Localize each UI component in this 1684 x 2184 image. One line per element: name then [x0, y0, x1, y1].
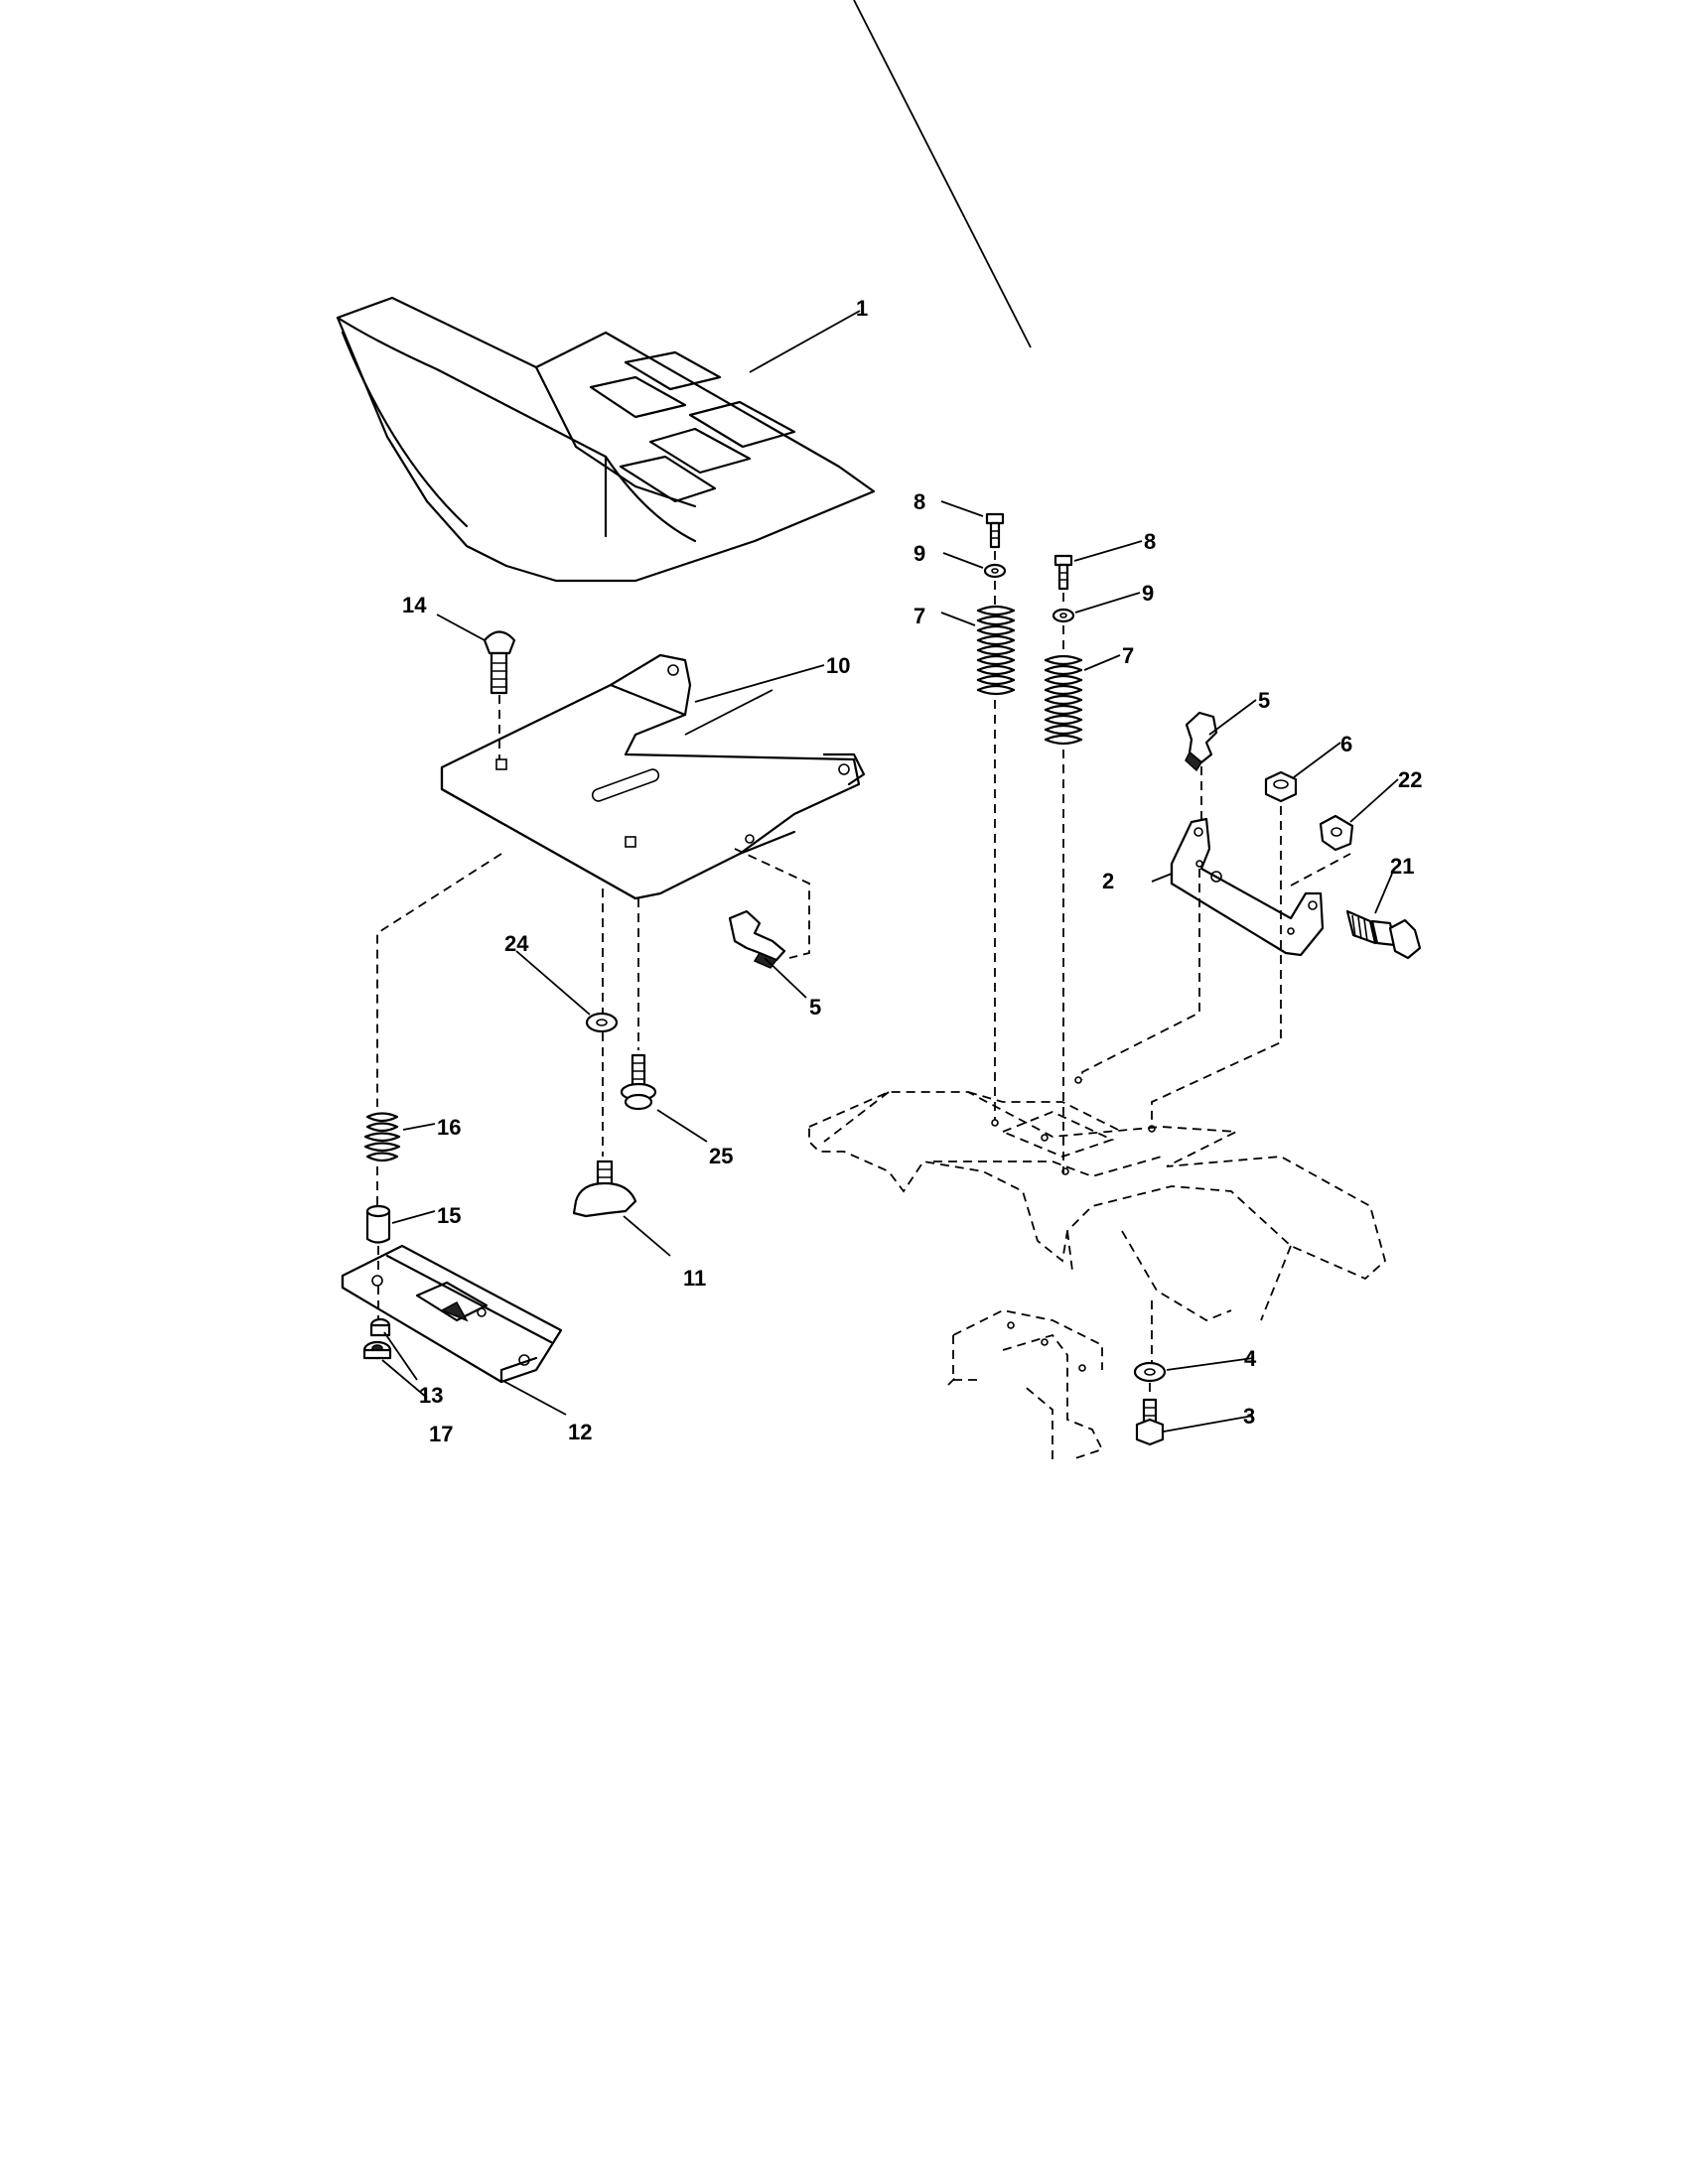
bracket-part-2 — [1170, 817, 1325, 957]
callout-labels: 1 2 3 4 5 5 6 7 7 8 8 9 9 10 11 12 13 14… — [402, 296, 1422, 1446]
spacer-part-15 — [365, 1204, 391, 1244]
callout-17: 17 — [429, 1422, 453, 1446]
locknut-part-17 — [362, 1340, 392, 1360]
washer-part-4 — [1133, 1361, 1167, 1383]
callout-4: 4 — [1244, 1346, 1257, 1371]
nut-part-13 — [369, 1317, 391, 1337]
callout-21: 21 — [1390, 854, 1414, 879]
callout-6: 6 — [1340, 732, 1352, 756]
spring-part-16 — [363, 1112, 401, 1162]
callout-22: 22 — [1398, 767, 1422, 792]
callout-24: 24 — [504, 931, 529, 956]
spring-part-7-right — [1044, 654, 1083, 746]
nut-part-22 — [1319, 814, 1354, 852]
callout-9-right: 9 — [1142, 581, 1154, 606]
fender-reference-outline — [808, 1076, 1387, 1460]
callout-8-right: 8 — [1144, 529, 1156, 554]
seat-pan-part-10 — [440, 653, 866, 900]
carriage-bolt-part-14 — [483, 630, 516, 695]
bolt-part-8-right — [1053, 554, 1073, 591]
shoulder-bolt-part-25 — [620, 1053, 657, 1111]
callout-2: 2 — [1102, 869, 1114, 893]
callout-5-left: 5 — [809, 995, 821, 1020]
callout-leader-lines — [381, 0, 1399, 1433]
washer-part-9-right — [1052, 608, 1075, 623]
seat-part-1 — [336, 296, 876, 583]
callout-9-left: 9 — [913, 541, 925, 566]
nut-part-6 — [1264, 770, 1298, 803]
callout-16: 16 — [437, 1115, 461, 1140]
callout-25: 25 — [709, 1144, 733, 1168]
clip-part-5-right — [1185, 711, 1218, 772]
callout-3: 3 — [1243, 1404, 1255, 1429]
callout-7-left: 7 — [913, 604, 925, 628]
bolt-part-8-left — [985, 512, 1005, 549]
washer-part-24 — [585, 1012, 619, 1033]
bolt-part-3 — [1135, 1398, 1165, 1446]
callout-14: 14 — [402, 593, 427, 617]
knob-part-11 — [572, 1160, 637, 1218]
spring-part-7-left — [976, 605, 1016, 696]
callout-5-right: 5 — [1258, 688, 1270, 713]
callout-13: 13 — [419, 1383, 443, 1408]
callout-7-right: 7 — [1122, 643, 1134, 668]
callout-12: 12 — [568, 1420, 592, 1444]
slide-track-part-12 — [341, 1244, 563, 1384]
clip-part-5-left — [728, 909, 786, 969]
assembly-guide-lines — [376, 551, 1351, 1398]
washer-part-9-left — [983, 563, 1007, 579]
shoulder-bolt-part-21 — [1345, 909, 1422, 960]
callout-11: 11 — [683, 1266, 706, 1291]
callout-1: 1 — [856, 296, 868, 321]
callout-8-left: 8 — [913, 489, 925, 514]
callout-10: 10 — [826, 653, 850, 678]
callout-15: 15 — [437, 1203, 461, 1228]
